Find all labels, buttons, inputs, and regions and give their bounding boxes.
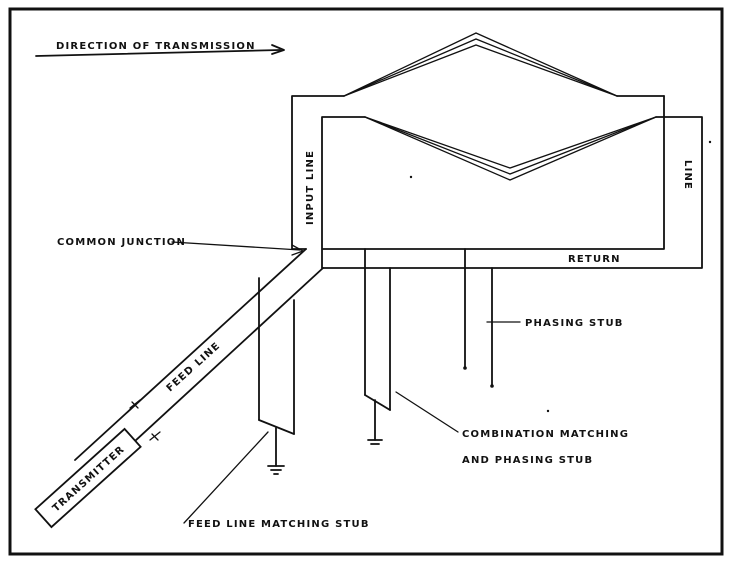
feed-line-arrow-2 <box>149 431 161 441</box>
common-junction-label: COMMON JUNCTION <box>57 237 186 248</box>
combination-stub <box>364 248 391 445</box>
line-outer-conductor <box>321 116 703 269</box>
direction-arrowhead <box>271 44 285 55</box>
combination-label-line1: COMBINATION MATCHING <box>462 429 629 440</box>
return-line-inner-conductor <box>322 95 665 250</box>
lower-rhombic-wires <box>364 116 657 181</box>
line-label: LINE <box>682 160 693 190</box>
combination-stub-pointer <box>395 391 459 433</box>
input-line-label: INPUT LINE <box>305 150 316 225</box>
feed-line-matching-stub-label: FEED LINE MATCHING STUB <box>188 519 370 530</box>
common-junction-pointer <box>171 241 301 251</box>
upper-rhombic-wires <box>343 32 618 97</box>
stray-dot-2 <box>546 409 550 413</box>
stray-dot-3 <box>708 140 712 144</box>
phasing-stub <box>463 248 494 388</box>
combination-label-line2: AND PHASING STUB <box>462 455 593 466</box>
feed-line-conductor-1 <box>74 248 307 461</box>
feed-line-matching-stub <box>258 277 295 475</box>
direction-arrow-shaft <box>35 49 281 57</box>
direction-label: DIRECTION OF TRANSMISSION <box>56 41 256 52</box>
outer-frame <box>8 7 724 556</box>
feed-line-stub-pointer <box>183 431 269 524</box>
feed-line-arrow-1 <box>129 399 141 409</box>
return-label: RETURN <box>568 254 621 265</box>
stray-dot <box>409 175 413 179</box>
phasing-stub-label: PHASING STUB <box>525 318 624 329</box>
